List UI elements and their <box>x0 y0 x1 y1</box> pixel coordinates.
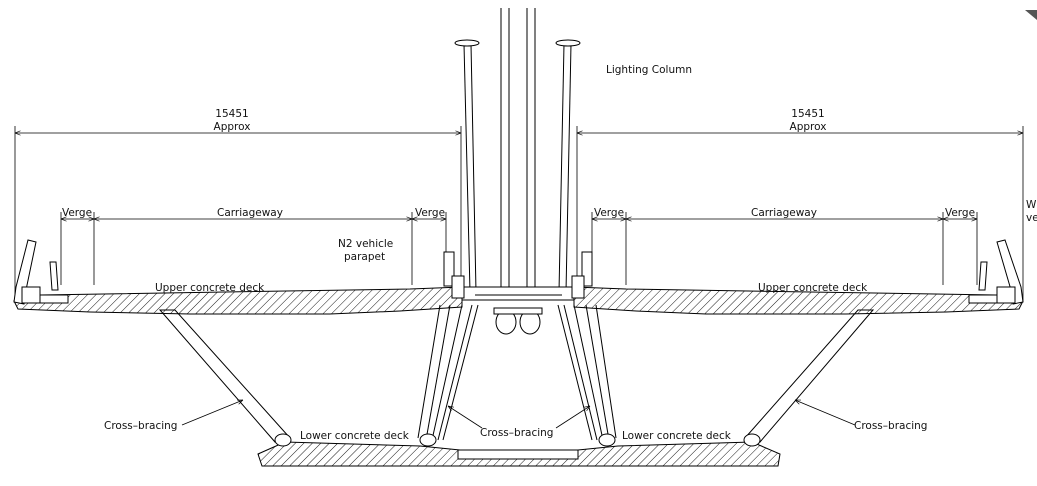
dimension-left: 15451 Approx <box>14 108 462 300</box>
upper-deck-label-left: Upper concrete deck <box>155 282 265 294</box>
corner-triangle-icon <box>1025 10 1037 20</box>
parapets <box>13 239 1024 305</box>
parapet-label-line2: parapet <box>344 251 385 263</box>
carriageway-label-left: Carriageway <box>217 207 283 219</box>
parapet-label-line1: N2 vehicle <box>338 238 393 250</box>
dimension-left-value: 15451 <box>215 108 248 120</box>
lower-deck-label-left: Lower concrete deck <box>300 430 410 442</box>
upper-deck-right <box>573 286 1024 315</box>
lighting-column-label: Lighting Column <box>606 64 692 76</box>
dimension-left-note: Approx <box>214 121 251 133</box>
dimension-right-value: 15451 <box>791 108 824 120</box>
cross-bracing-label-left: Cross–bracing <box>104 420 177 432</box>
lane-dimensions: Verge Carriageway Verge Verge Carriagewa… <box>60 207 978 285</box>
dimension-right: 15451 Approx <box>576 108 1024 300</box>
cross-bracing-label-center: Cross–bracing <box>480 427 553 439</box>
edge-cut-text-2: ve <box>1026 212 1037 224</box>
cross-bracing-label-right: Cross–bracing <box>854 420 927 432</box>
upper-deck-left <box>13 286 463 315</box>
verge-label-1: Verge <box>62 207 92 219</box>
upper-deck-label-right: Upper concrete deck <box>758 282 868 294</box>
edge-cut-text-1: Wi <box>1026 199 1037 211</box>
verge-label-4: Verge <box>945 207 975 219</box>
verge-label-3: Verge <box>594 207 624 219</box>
cross-bracing-members <box>158 304 875 447</box>
lower-deck-opening <box>457 449 579 460</box>
leader-lines <box>181 399 856 429</box>
lower-deck-label-right: Lower concrete deck <box>622 430 732 442</box>
dimension-right-note: Approx <box>790 121 827 133</box>
lighting-column <box>454 8 581 295</box>
carriageway-label-right: Carriageway <box>751 207 817 219</box>
verge-label-2: Verge <box>415 207 445 219</box>
central-service-box <box>461 286 575 335</box>
